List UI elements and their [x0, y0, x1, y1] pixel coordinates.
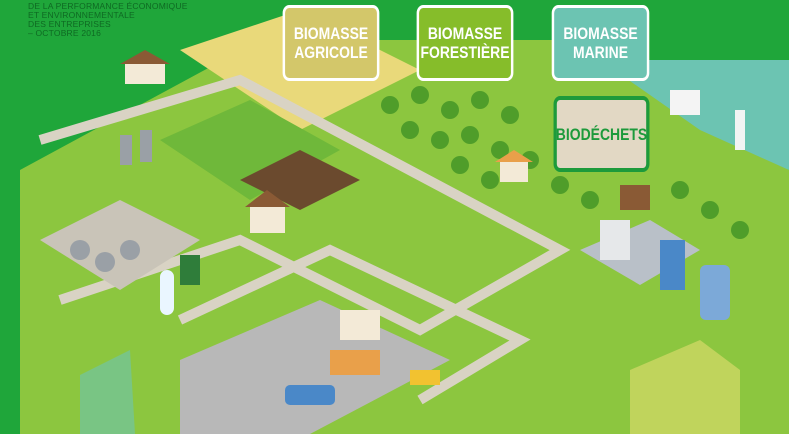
caption-line: ET ENVIRONNEMENTALE: [28, 10, 135, 20]
caption-line: DE LA PERFORMANCE ÉCONOMIQUE: [28, 1, 188, 11]
boat: [670, 90, 700, 115]
label-line: BIODÉCHETS: [555, 124, 648, 144]
road: [38, 74, 571, 336]
lighthouse: [735, 110, 745, 150]
label-line: BIOMASSE: [293, 24, 369, 43]
label-line: FORESTIÈRE: [420, 43, 510, 62]
houses: [120, 50, 650, 233]
label-biomasse-agricole[interactable]: BIOMASSE AGRICOLE: [282, 5, 380, 81]
label-biomasse-marine[interactable]: BIOMASSE MARINE: [551, 5, 650, 81]
label-biomasse-forestiere[interactable]: BIOMASSE FORESTIÈRE: [416, 5, 514, 81]
label-line: MARINE: [573, 43, 628, 62]
document-caption: DE LA PERFORMANCE ÉCONOMIQUE ET ENVIRONN…: [28, 2, 188, 38]
caption-line: DES ENTREPRISES: [28, 19, 111, 29]
label-line: BIOMASSE: [563, 24, 638, 43]
industrial-zone: [40, 130, 730, 320]
label-biodechets[interactable]: BIODÉCHETS: [553, 96, 650, 172]
road: [177, 244, 531, 405]
label-line: BIOMASSE: [427, 24, 503, 43]
forest: [381, 86, 749, 239]
caption-line: – OCTOBRE 2016: [28, 28, 102, 38]
label-line: AGRICOLE: [294, 43, 368, 62]
decorative-hexagon: [80, 350, 135, 434]
town: [180, 300, 450, 434]
decorative-hexagon: [630, 340, 740, 434]
